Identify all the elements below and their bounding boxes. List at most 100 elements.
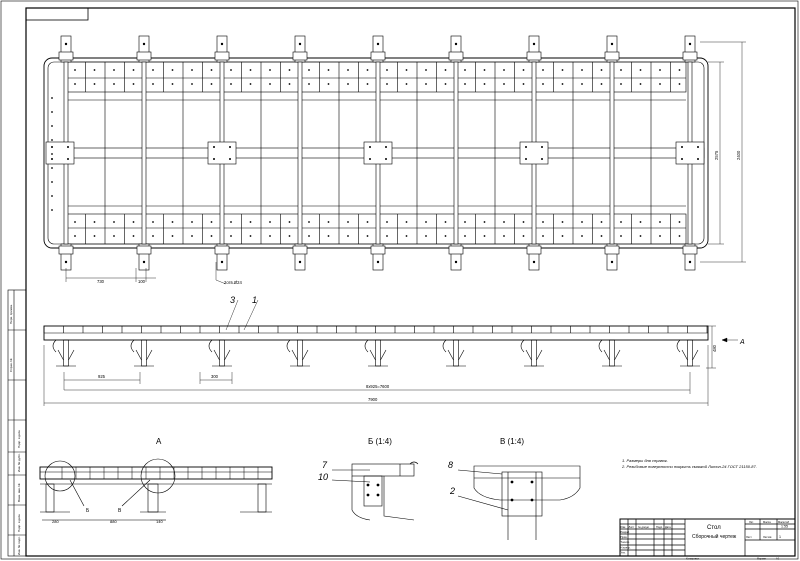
plate-hole — [532, 260, 536, 264]
bolt-hole — [639, 221, 642, 223]
bolt-hole — [308, 83, 310, 85]
center-clamp — [675, 141, 705, 165]
clamp-bolt — [681, 146, 683, 148]
bolt-hole — [444, 235, 447, 237]
bolt-hole — [522, 235, 525, 237]
role-appr: Утв. — [621, 551, 626, 555]
plate-hole — [298, 260, 302, 264]
leg-bracket-top — [604, 51, 620, 61]
callout-2: 2 — [449, 486, 455, 496]
bolt-hole — [366, 221, 369, 223]
bolt-hole — [659, 69, 661, 71]
front-leg-bracket — [676, 339, 681, 353]
front-leg-bracket — [598, 339, 603, 353]
inner-frame — [25, 7, 796, 557]
bolt-hole — [113, 83, 115, 85]
bolt-hole — [74, 83, 76, 85]
clamp-bolt — [213, 146, 215, 148]
bolt-hole — [581, 235, 583, 237]
dim-300: 300 — [211, 374, 219, 379]
dim-280: 280 — [52, 519, 59, 524]
bolt-hole — [405, 235, 408, 237]
stamp-first-use: Перв. примен. — [9, 304, 13, 324]
front-leg-brace — [291, 349, 298, 361]
bolt-hole — [561, 83, 564, 85]
bolt-hole — [659, 235, 661, 237]
dim-100: 100 — [138, 279, 146, 284]
stamp-orig-inv: Инв. № подл. — [17, 536, 21, 555]
copied-label: Копировал — [686, 557, 699, 561]
front-leg — [141, 339, 147, 367]
front-elevation — [43, 325, 709, 341]
bolt-hole — [74, 69, 76, 71]
leg-bracket-bottom — [682, 245, 698, 255]
bolt-hole — [503, 221, 505, 223]
front-dimensions — [43, 299, 738, 406]
stamp-sign-date-2: Подп. и дата — [17, 514, 21, 532]
left-side-stamp — [7, 289, 27, 557]
front-leg-brace — [224, 349, 231, 361]
bolt-hole — [51, 181, 53, 183]
bolt-hole — [561, 235, 564, 237]
bolt-hole — [542, 83, 544, 85]
leg-bracket-bottom — [292, 245, 308, 255]
bolt-hole — [210, 69, 213, 71]
bolt-hole — [444, 83, 447, 85]
bolt-hole — [620, 83, 622, 85]
bolt-hole — [522, 69, 525, 71]
front-leg-brace — [614, 349, 621, 361]
bolt-hole — [132, 235, 135, 237]
bolt-hole — [386, 83, 388, 85]
clamp-bolt — [525, 158, 527, 160]
bolt-hole — [386, 69, 388, 71]
center-clamp — [363, 141, 393, 165]
bolt-hole — [132, 69, 135, 71]
bolt-hole — [288, 235, 291, 237]
dim-2575: 2575 — [714, 150, 719, 160]
front-leg-brace — [302, 349, 309, 361]
bolt-hole — [93, 83, 96, 85]
bolt-hole — [386, 235, 388, 237]
center-clamp — [519, 141, 549, 165]
bolt-hole — [230, 69, 232, 71]
plan-dimensions — [65, 41, 746, 285]
callout-7: 7 — [322, 460, 328, 470]
view-b-bolts — [366, 483, 380, 497]
note-2: 2. Резьбовые поверхности покрыть смазкой… — [621, 464, 757, 469]
bolt-hole — [249, 69, 252, 71]
view-v-drawing — [457, 465, 581, 540]
bolt-hole — [659, 221, 661, 223]
scale-value: 1:55 — [781, 525, 788, 529]
plate-hole — [220, 42, 224, 46]
plate-hole — [376, 260, 380, 264]
bolt-hole — [51, 195, 53, 197]
mark-b: Б — [86, 508, 90, 514]
bolt-hole — [444, 221, 447, 223]
stamp-ref-no: Справ. № — [9, 358, 13, 372]
view-arrow-a: А — [739, 339, 745, 346]
front-leg — [609, 339, 615, 367]
role-tcontr: Т.контр. — [621, 540, 631, 544]
bolt-hole — [152, 235, 154, 237]
bolt-hole — [308, 221, 310, 223]
leg-post — [141, 61, 147, 245]
bolt-hole — [522, 83, 525, 85]
bolt-hole — [405, 221, 408, 223]
front-leg — [63, 339, 69, 367]
bolt-hole — [405, 83, 408, 85]
front-leg-brace — [603, 349, 610, 361]
dim-height: 480 — [712, 344, 717, 352]
bolt-hole — [464, 83, 466, 85]
stamp-dup-inv: Инв. № дубл. — [17, 453, 21, 472]
bolt-hole — [425, 221, 427, 223]
bolt-hole — [542, 235, 544, 237]
leg-bracket-top — [58, 51, 74, 61]
bolt-hole — [113, 221, 115, 223]
bolt-hole — [51, 167, 53, 169]
front-leg-bracket — [364, 339, 369, 353]
drawing-subtitle: Сборочный чертеж — [692, 533, 737, 540]
clamp-bolt — [51, 146, 53, 148]
front-leg-bracket — [208, 339, 213, 353]
